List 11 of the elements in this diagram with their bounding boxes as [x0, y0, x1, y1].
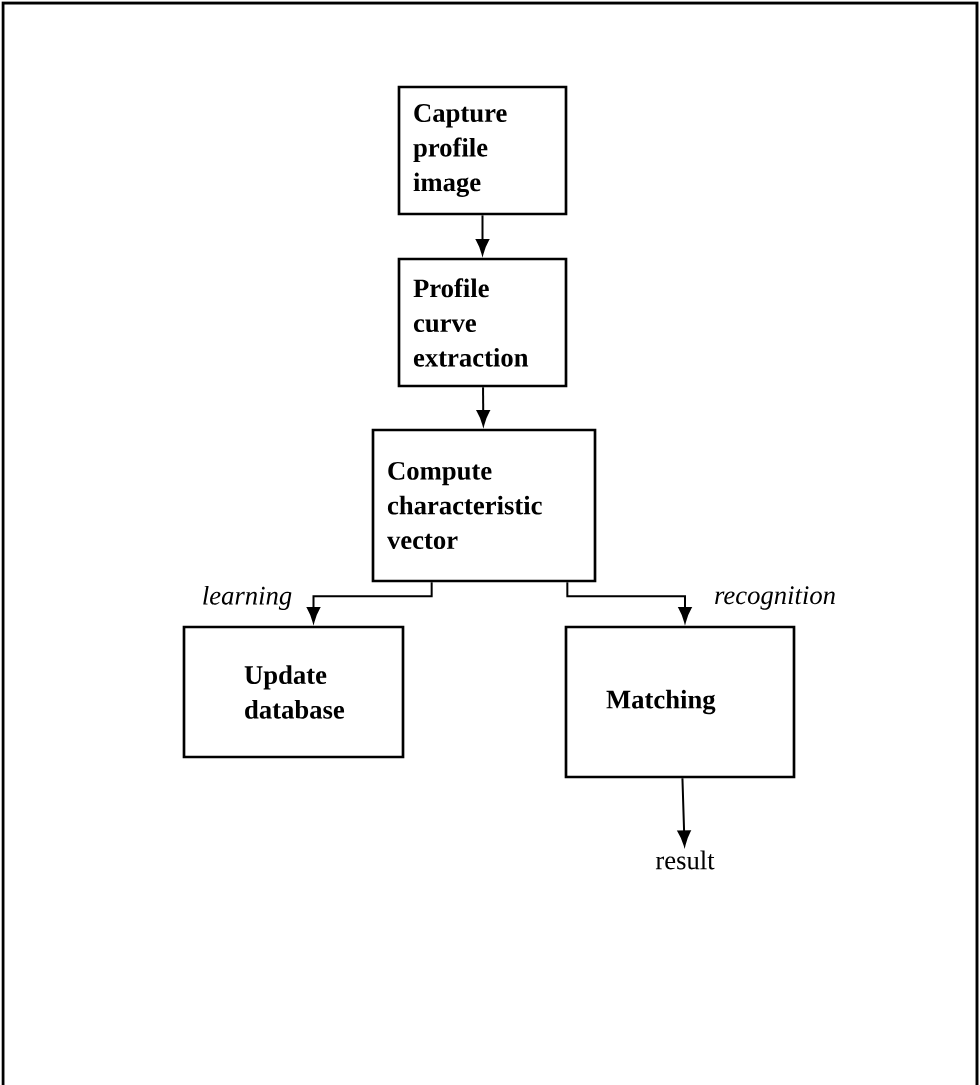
output-label: result — [655, 850, 715, 870]
process-box: Capture profile image — [397, 85, 568, 216]
arrow — [476, 386, 490, 426]
arrow — [566, 581, 692, 623]
arrow — [677, 777, 691, 847]
process-box: Compute characteristic vector — [371, 428, 597, 583]
process-box: Matching — [564, 625, 796, 779]
edge-label: recognition — [712, 585, 838, 611]
process-box: Update database — [182, 625, 405, 759]
process-box: Profile curve extraction — [397, 257, 568, 388]
edge-label: learning — [200, 584, 294, 612]
